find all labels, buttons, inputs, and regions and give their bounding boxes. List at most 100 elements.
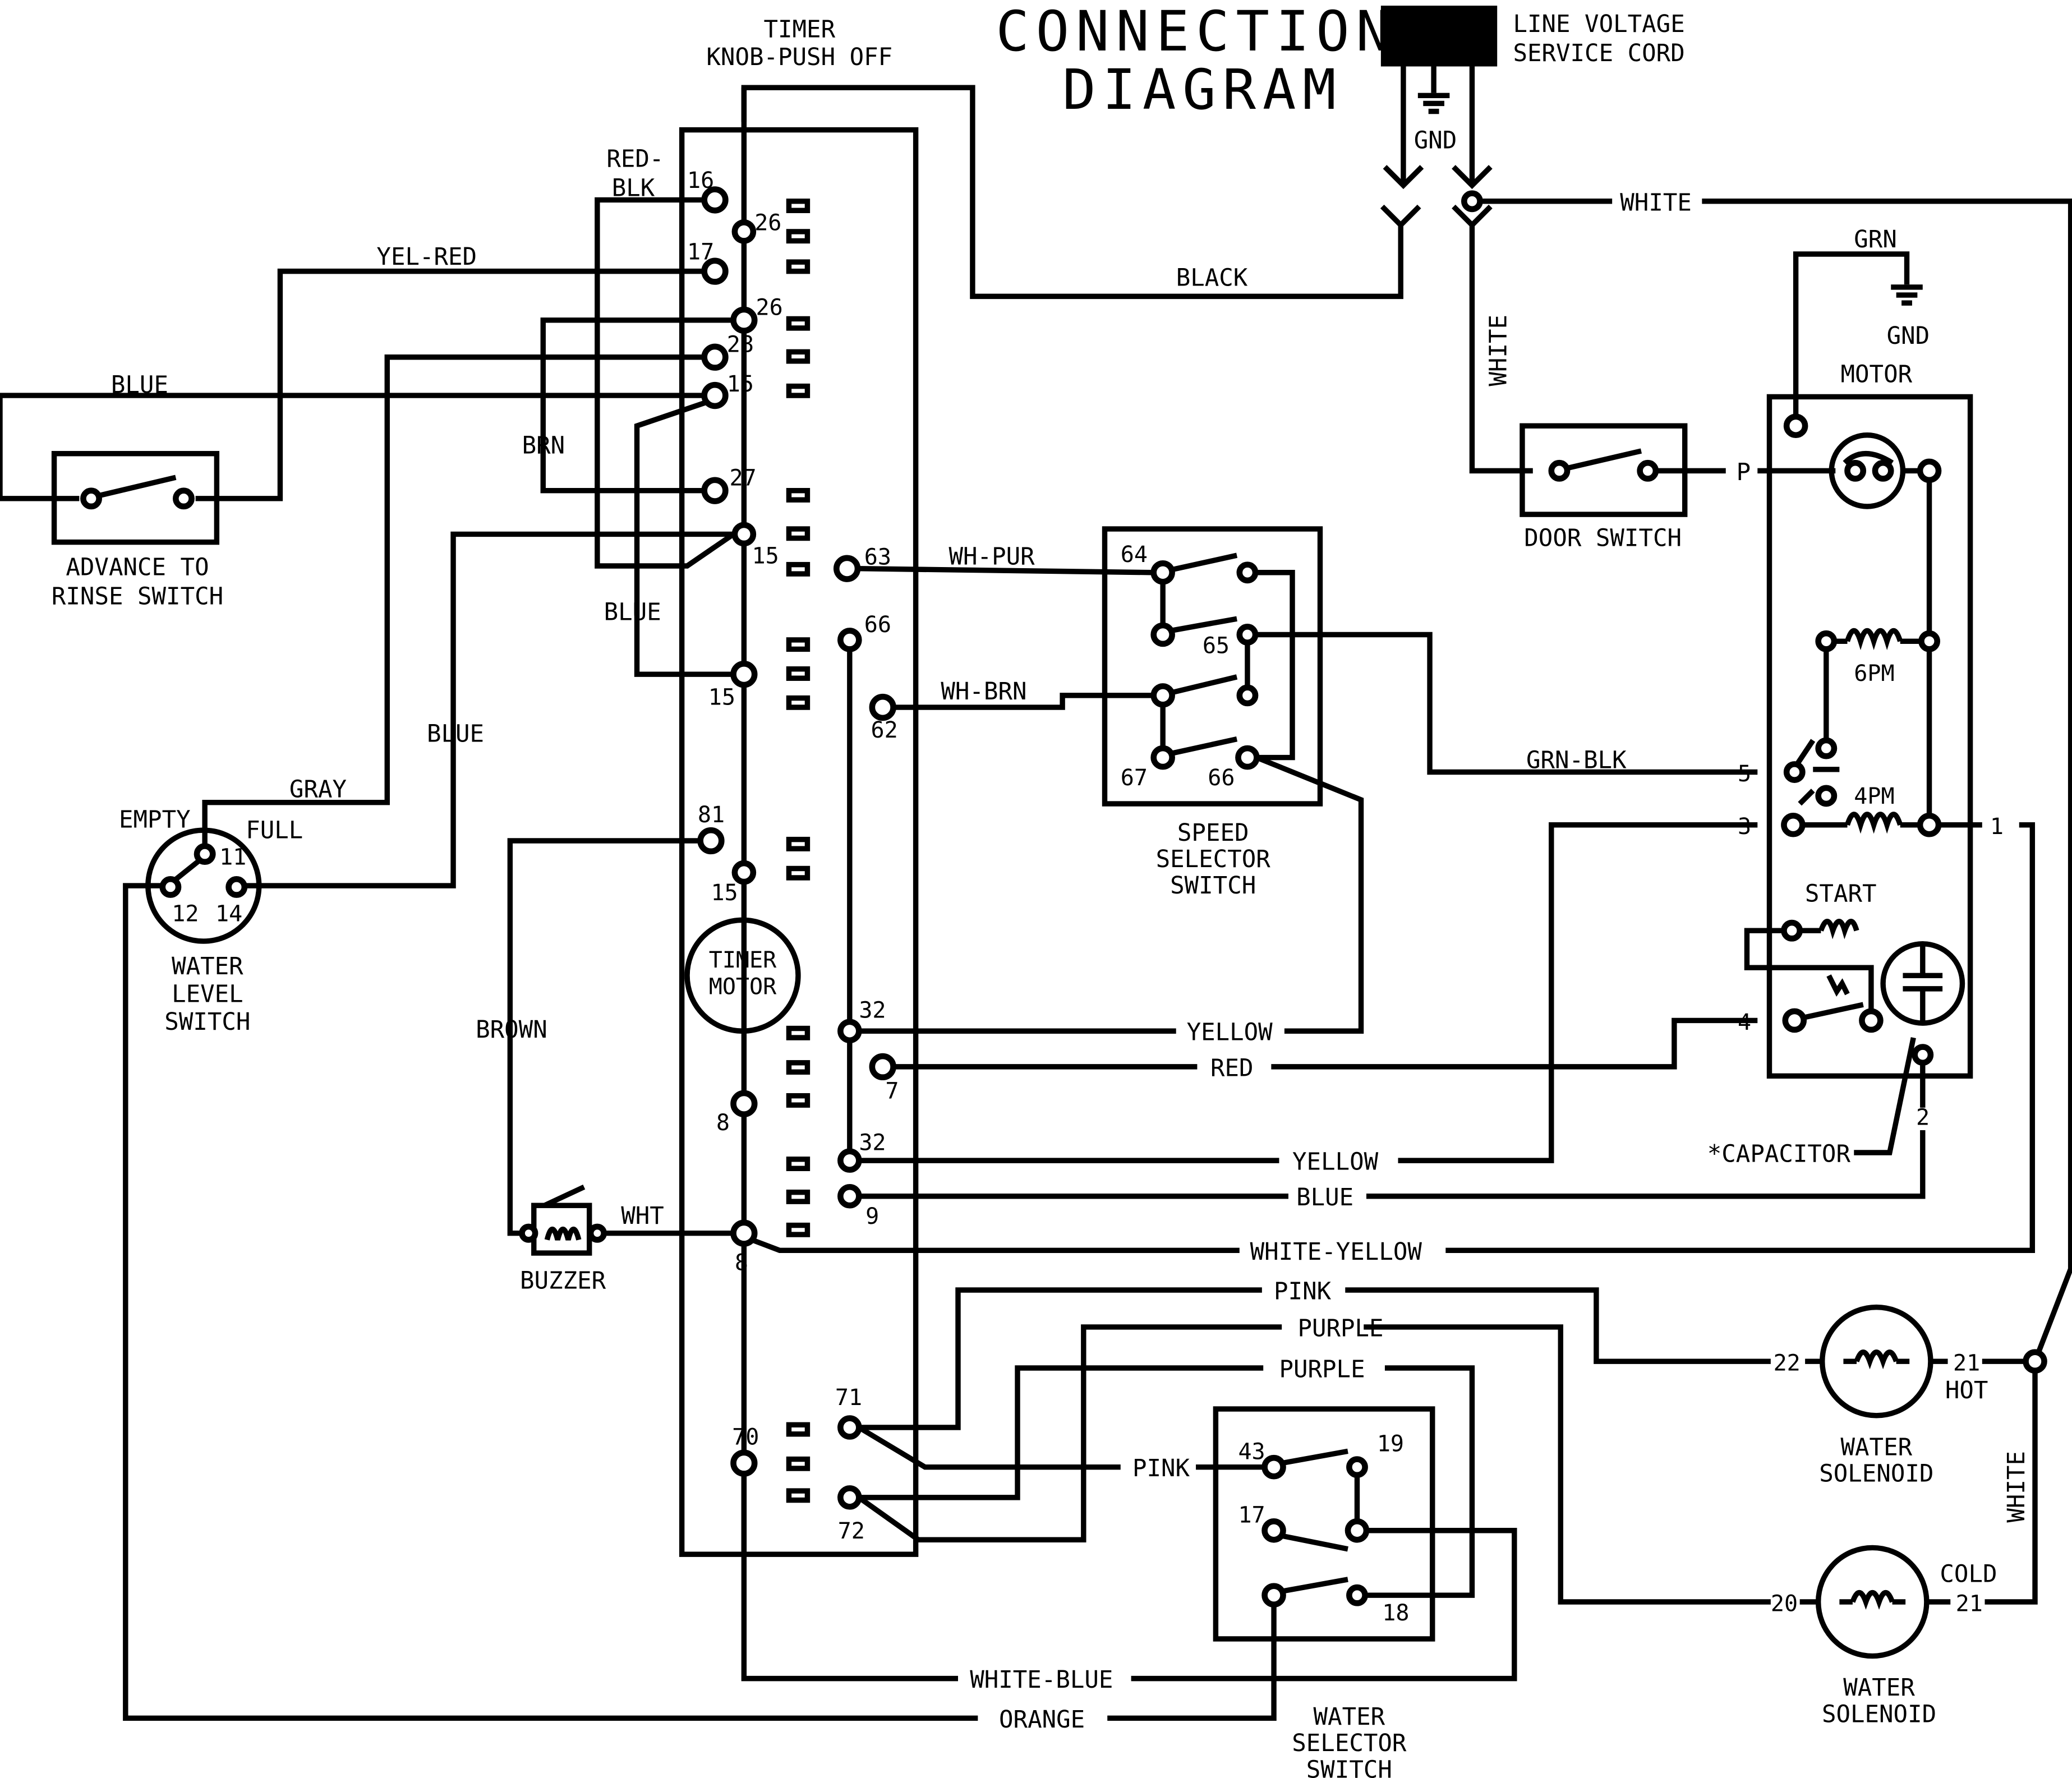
hot-solenoid-num-22: 22: [1774, 1351, 1801, 1376]
speed-selector-switch-box: [1102, 526, 1323, 807]
water-level-label-3: SWITCH: [164, 1008, 250, 1035]
speed-switch-contacts: [1150, 552, 1295, 770]
white-yellow-wire-a: [750, 1237, 1240, 1254]
svg-text:66: 66: [864, 612, 891, 638]
red-blk-label-1: RED-: [606, 145, 664, 173]
svg-text:15: 15: [752, 543, 779, 569]
water-sel-num-43: 43: [1238, 1439, 1265, 1465]
cold-solenoid-num-21: 21: [1956, 1591, 1983, 1616]
timer-label-2: KNOB-PUSH OFF: [706, 43, 892, 71]
yellow-1-wire-b: [1255, 755, 1364, 1034]
blue-level-label: BLUE: [427, 720, 484, 747]
speed-num-65: 65: [1203, 633, 1230, 658]
door-switch-label: DOOR SWITCH: [1524, 524, 1682, 552]
water-level-label-1: WATER: [172, 952, 243, 980]
svg-text:8: 8: [716, 1110, 730, 1136]
white-blue-wire-b: [1131, 1528, 1517, 1682]
yel-red-wire: [195, 268, 705, 501]
water-sel-num-19: 19: [1377, 1431, 1404, 1457]
blue-advance-label: BLUE: [111, 371, 168, 398]
orange-wire-b: [1107, 1604, 1277, 1721]
hot-label: HOT: [1945, 1376, 1988, 1404]
buzzer: [519, 1184, 607, 1256]
motor-ground-symbol: [1891, 284, 1923, 306]
red-wire-b: [1271, 1017, 1758, 1070]
gray-wire: [202, 354, 705, 846]
svg-text:63: 63: [864, 545, 891, 570]
blue-middle-wire: [634, 399, 734, 677]
motor-terminal-1: 1: [1990, 814, 2004, 840]
svg-text:9: 9: [865, 1204, 879, 1229]
brn-wire: [540, 317, 734, 494]
white-blue-wire-a: [741, 1473, 959, 1682]
empty-label: EMPTY: [119, 805, 191, 833]
advance-switch-label-1: ADVANCE TO: [66, 553, 209, 581]
diagram-title-line1: CONNECTION: [996, 0, 1396, 64]
motor-box: [1766, 394, 1973, 1079]
white-door-wire: [1469, 225, 1533, 474]
svg-text:28: 28: [727, 331, 754, 357]
motor-label: MOTOR: [1841, 361, 1913, 388]
timer-motor: [684, 917, 801, 1034]
water-level-num-11: 11: [219, 844, 246, 870]
buzzer-label: BUZZER: [520, 1267, 606, 1295]
water-sel-label-2: SELECTOR: [1292, 1729, 1407, 1757]
advance-switch-contact-a: [80, 487, 102, 510]
svg-text:15: 15: [727, 371, 754, 397]
timer-motor-label-1: TIMER: [709, 947, 777, 973]
start-label: START: [1805, 879, 1877, 907]
brn-label: BRN: [522, 432, 565, 459]
svg-text:71: 71: [835, 1385, 862, 1411]
grn-label: GRN: [1854, 225, 1897, 253]
line-cord-label-1: LINE VOLTAGE: [1513, 10, 1684, 38]
cold-solenoid-num-20: 20: [1771, 1591, 1798, 1616]
water-level-terminal-12: [159, 876, 182, 898]
svg-text:62: 62: [871, 717, 898, 743]
speed-label-2: SELECTOR: [1156, 845, 1271, 873]
hot-solenoid-label-1: WATER: [1841, 1433, 1913, 1461]
wh-pur-wire: [857, 565, 1153, 575]
svg-text:32: 32: [859, 998, 886, 1024]
hot-solenoid-num-21: 21: [1953, 1351, 1980, 1376]
water-sel-num-17: 17: [1238, 1503, 1265, 1528]
white-cord-terminal: [1461, 190, 1483, 213]
coil-6pm-label: 6PM: [1854, 661, 1894, 687]
yellow-2-wire-b: [1398, 822, 1758, 1163]
water-sel-num-18: 18: [1382, 1600, 1409, 1626]
svg-text:32: 32: [859, 1130, 886, 1155]
red-blk-wire: [595, 197, 735, 569]
advance-rinse-switch-box: [51, 451, 220, 545]
svg-text:15: 15: [708, 684, 735, 710]
svg-text:15: 15: [711, 880, 738, 906]
purple-1-label: PURPLE: [1297, 1314, 1383, 1342]
grn-blk-wire: [1256, 632, 1758, 775]
motor-thermal-protector: [1829, 432, 1942, 509]
timer-terminal-numbers: 16 26 17 26 28 15 27 15 63 66 15 62 81 1…: [687, 168, 899, 1544]
pink-1-wire-a: [859, 1287, 1262, 1430]
coil-6pm: [1815, 628, 1941, 759]
yel-red-label: YEL-RED: [376, 243, 477, 270]
coil-4pm: [1781, 812, 1982, 837]
white-top-wire-b: [1702, 199, 2072, 1362]
advance-switch-blade: [97, 475, 177, 499]
speed-num-67: 67: [1121, 765, 1148, 791]
pink-2-wire-a: [857, 1425, 1121, 1470]
purple-1-wire-a: [857, 1324, 1282, 1542]
motor-terminal-p: P: [1737, 458, 1751, 486]
svg-text:27: 27: [729, 465, 756, 491]
service-cord-plug: [1380, 6, 1498, 67]
orange-label: ORANGE: [999, 1706, 1085, 1733]
wh-brn-label: WH-BRN: [941, 678, 1026, 705]
motor-terminal-4: 4: [1738, 1010, 1751, 1035]
timer-tabs: [786, 199, 811, 1503]
white-right-label: WHITE: [2002, 1451, 2030, 1523]
white-yellow-wire-b: [1445, 822, 2036, 1254]
red-blk-label-2: BLK: [612, 174, 655, 201]
black-receptacle: [1380, 204, 1421, 229]
full-label: FULL: [246, 816, 303, 844]
gnd-motor-label: GND: [1887, 322, 1930, 349]
line-cord-wires: [1383, 66, 1493, 190]
svg-text:72: 72: [838, 1518, 865, 1544]
capacitor: [1854, 941, 1965, 1155]
brown-label: BROWN: [476, 1016, 547, 1043]
